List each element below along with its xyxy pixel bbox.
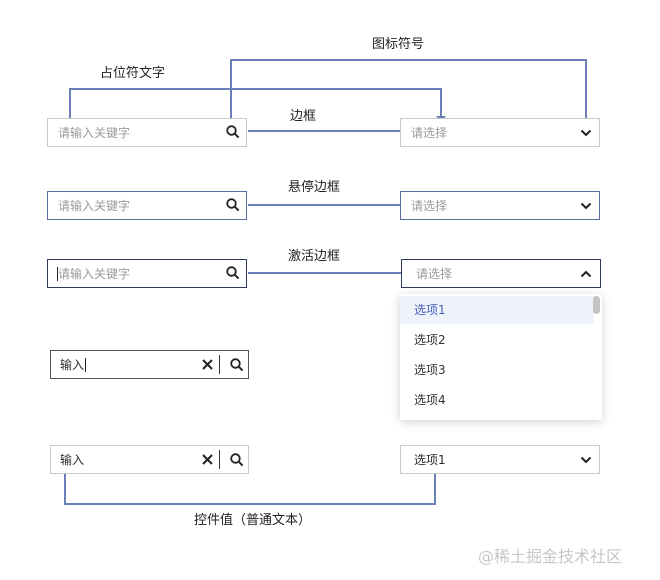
chevron-down-icon bbox=[580, 129, 592, 137]
select-dropdown-menu: 选项1 选项2 选项3 选项4 bbox=[400, 294, 602, 420]
search-icon[interactable] bbox=[226, 125, 240, 139]
search-input-hover[interactable]: 请输入关键字 bbox=[47, 191, 247, 220]
placeholder-connector bbox=[69, 88, 442, 118]
option-4[interactable]: 选项4 bbox=[414, 393, 446, 407]
dropdown-scrollbar[interactable] bbox=[593, 296, 600, 314]
option-3[interactable]: 选项3 bbox=[414, 363, 446, 377]
search-value: 输入 bbox=[60, 453, 85, 467]
search-input-active[interactable]: 请输入关键字 bbox=[47, 259, 247, 288]
select-filled[interactable]: 选项1 bbox=[400, 445, 600, 474]
search-icon[interactable] bbox=[230, 358, 244, 372]
label-placeholder-text: 占位符文字 bbox=[100, 66, 166, 81]
select-value: 选项1 bbox=[414, 453, 446, 467]
select-placeholder: 请选择 bbox=[416, 267, 453, 281]
icon-connector bbox=[230, 59, 587, 129]
value-connector bbox=[64, 474, 436, 505]
label-control-value: 控件值（普通文本） bbox=[194, 513, 312, 528]
icon-divider bbox=[219, 450, 220, 469]
search-icon[interactable] bbox=[226, 266, 240, 280]
chevron-up-icon bbox=[580, 270, 592, 278]
search-placeholder: 请输入关键字 bbox=[58, 267, 131, 281]
option-2[interactable]: 选项2 bbox=[414, 333, 446, 347]
select-active[interactable]: 请选择 bbox=[401, 259, 601, 288]
search-input-filled[interactable]: 输入 bbox=[50, 445, 249, 474]
select-placeholder: 请选择 bbox=[411, 126, 448, 140]
chevron-down-icon bbox=[580, 456, 592, 464]
watermark: @稀土掘金技术社区 bbox=[478, 547, 623, 566]
search-icon[interactable] bbox=[226, 198, 240, 212]
select-placeholder: 请选择 bbox=[411, 199, 448, 213]
option-1[interactable]: 选项1 bbox=[400, 296, 594, 324]
select-hover[interactable]: 请选择 bbox=[400, 191, 600, 220]
label-icon-symbol: 图标符号 bbox=[372, 37, 425, 52]
close-icon[interactable] bbox=[202, 454, 213, 465]
label-hover-border: 悬停边框 bbox=[288, 180, 341, 195]
text-cursor bbox=[85, 358, 86, 372]
close-icon[interactable] bbox=[202, 359, 213, 370]
chevron-down-icon bbox=[580, 202, 592, 210]
label-active-border: 激活边框 bbox=[288, 249, 341, 264]
search-input-default[interactable]: 请输入关键字 bbox=[47, 118, 247, 147]
select-default[interactable]: 请选择 bbox=[400, 118, 600, 147]
search-typed-value: 输入 bbox=[60, 358, 85, 372]
label-border: 边框 bbox=[290, 109, 317, 124]
search-placeholder: 请输入关键字 bbox=[58, 199, 131, 213]
icon-divider bbox=[219, 355, 220, 374]
search-input-typing[interactable]: 输入 bbox=[50, 350, 249, 379]
search-icon[interactable] bbox=[230, 453, 244, 467]
text-cursor bbox=[57, 267, 58, 281]
search-placeholder: 请输入关键字 bbox=[58, 126, 131, 140]
